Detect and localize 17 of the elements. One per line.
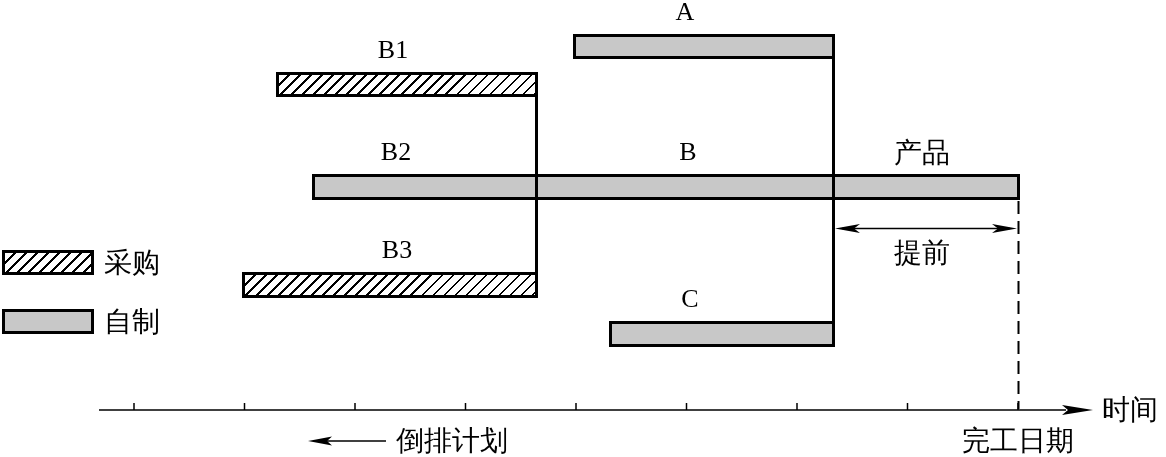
- legend-label: 自制: [104, 306, 160, 337]
- axis-title: 时间: [1102, 395, 1158, 425]
- bar-label: 产品: [894, 138, 950, 168]
- bar-label: B3: [381, 236, 413, 264]
- bar-label: B2: [380, 138, 412, 166]
- legend-label: 采购: [104, 247, 160, 278]
- connector-line: [535, 200, 538, 272]
- bar-label: C: [681, 285, 699, 313]
- bar-label: A: [675, 0, 695, 26]
- connector-line: [832, 59, 835, 174]
- dimension-label: 提前: [894, 238, 950, 268]
- bar-label: B: [679, 138, 697, 166]
- axis-label: 完工日期: [962, 426, 1074, 456]
- connector-line: [832, 200, 835, 321]
- connector-line: [535, 97, 538, 174]
- bar-label: B1: [377, 36, 409, 64]
- direction-label: 倒排计划: [396, 426, 508, 456]
